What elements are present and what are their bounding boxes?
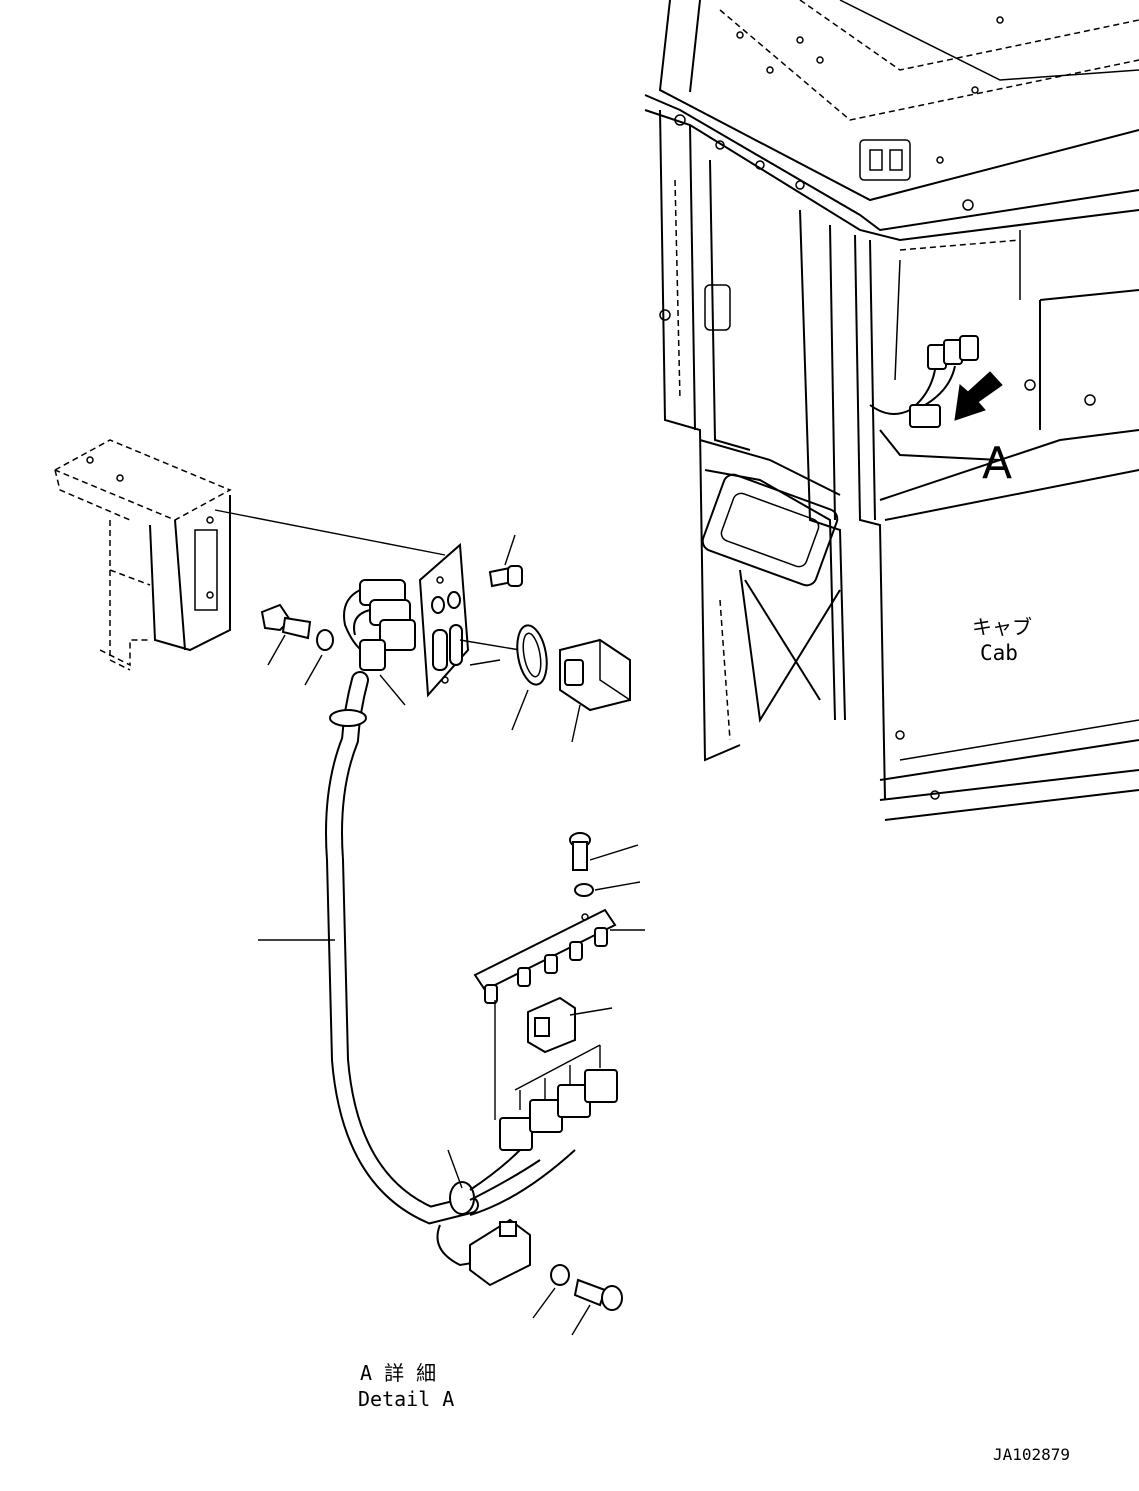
cab-frame	[644, 0, 1139, 821]
lower-connector	[469, 1218, 531, 1287]
detail-label-jp: A 詳 細	[360, 1361, 436, 1385]
relay	[527, 996, 576, 1054]
cab-label-en: Cab	[980, 641, 1018, 665]
detail-arrow-letter: A	[982, 438, 1012, 489]
socket-connector	[559, 638, 631, 712]
bolt-lower	[573, 1278, 623, 1311]
detail-label-en: Detail A	[358, 1387, 454, 1411]
mounting-bracket	[54, 439, 232, 671]
washer-relay	[574, 883, 594, 897]
bolt-upper	[488, 565, 523, 588]
connector-plate-assembly	[343, 542, 521, 698]
drawing-code: JA102879	[993, 1445, 1070, 1464]
washer-left	[316, 629, 334, 651]
washer-lower	[550, 1264, 570, 1286]
arrow-pointer-icon	[954, 371, 1003, 421]
relay-bracket	[473, 908, 617, 1004]
relay-connectors	[499, 1069, 618, 1151]
gasket	[516, 624, 548, 686]
bolt-left	[260, 603, 312, 640]
main-harness-cable	[325, 671, 576, 1267]
cab-label-jp: キャブ	[972, 615, 1032, 639]
bolt-relay	[569, 832, 591, 871]
